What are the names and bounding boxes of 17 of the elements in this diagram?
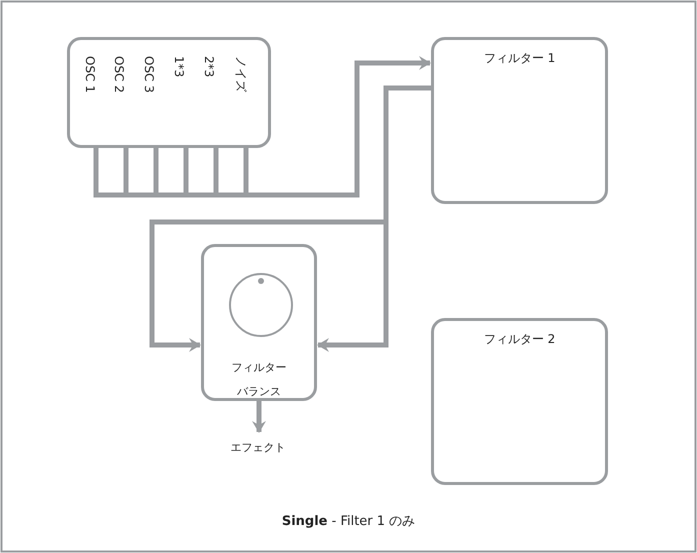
- filter-box: [431, 37, 608, 204]
- source-label: OSC 1: [83, 56, 97, 93]
- caption: Single - Filter 1 のみ: [280, 513, 416, 530]
- source-label: OSC 3: [142, 56, 156, 93]
- connector-arrow: [252, 401, 266, 433]
- connector-arrow: [94, 56, 432, 198]
- node-title: フィルター 2: [482, 331, 556, 348]
- source-label: ノイズ: [233, 56, 249, 92]
- source-label: 2*3: [202, 56, 216, 78]
- source-label: 1*3: [172, 56, 186, 78]
- source-label: OSC 2: [112, 56, 126, 93]
- output-label: エフェクト: [218, 440, 298, 460]
- node-title: フィルター 1: [482, 50, 556, 67]
- oscillator-box: [67, 37, 271, 148]
- filter-balance-box: [201, 244, 317, 401]
- node-title: フィルターバランス: [230, 360, 288, 400]
- filter-box: [431, 318, 608, 485]
